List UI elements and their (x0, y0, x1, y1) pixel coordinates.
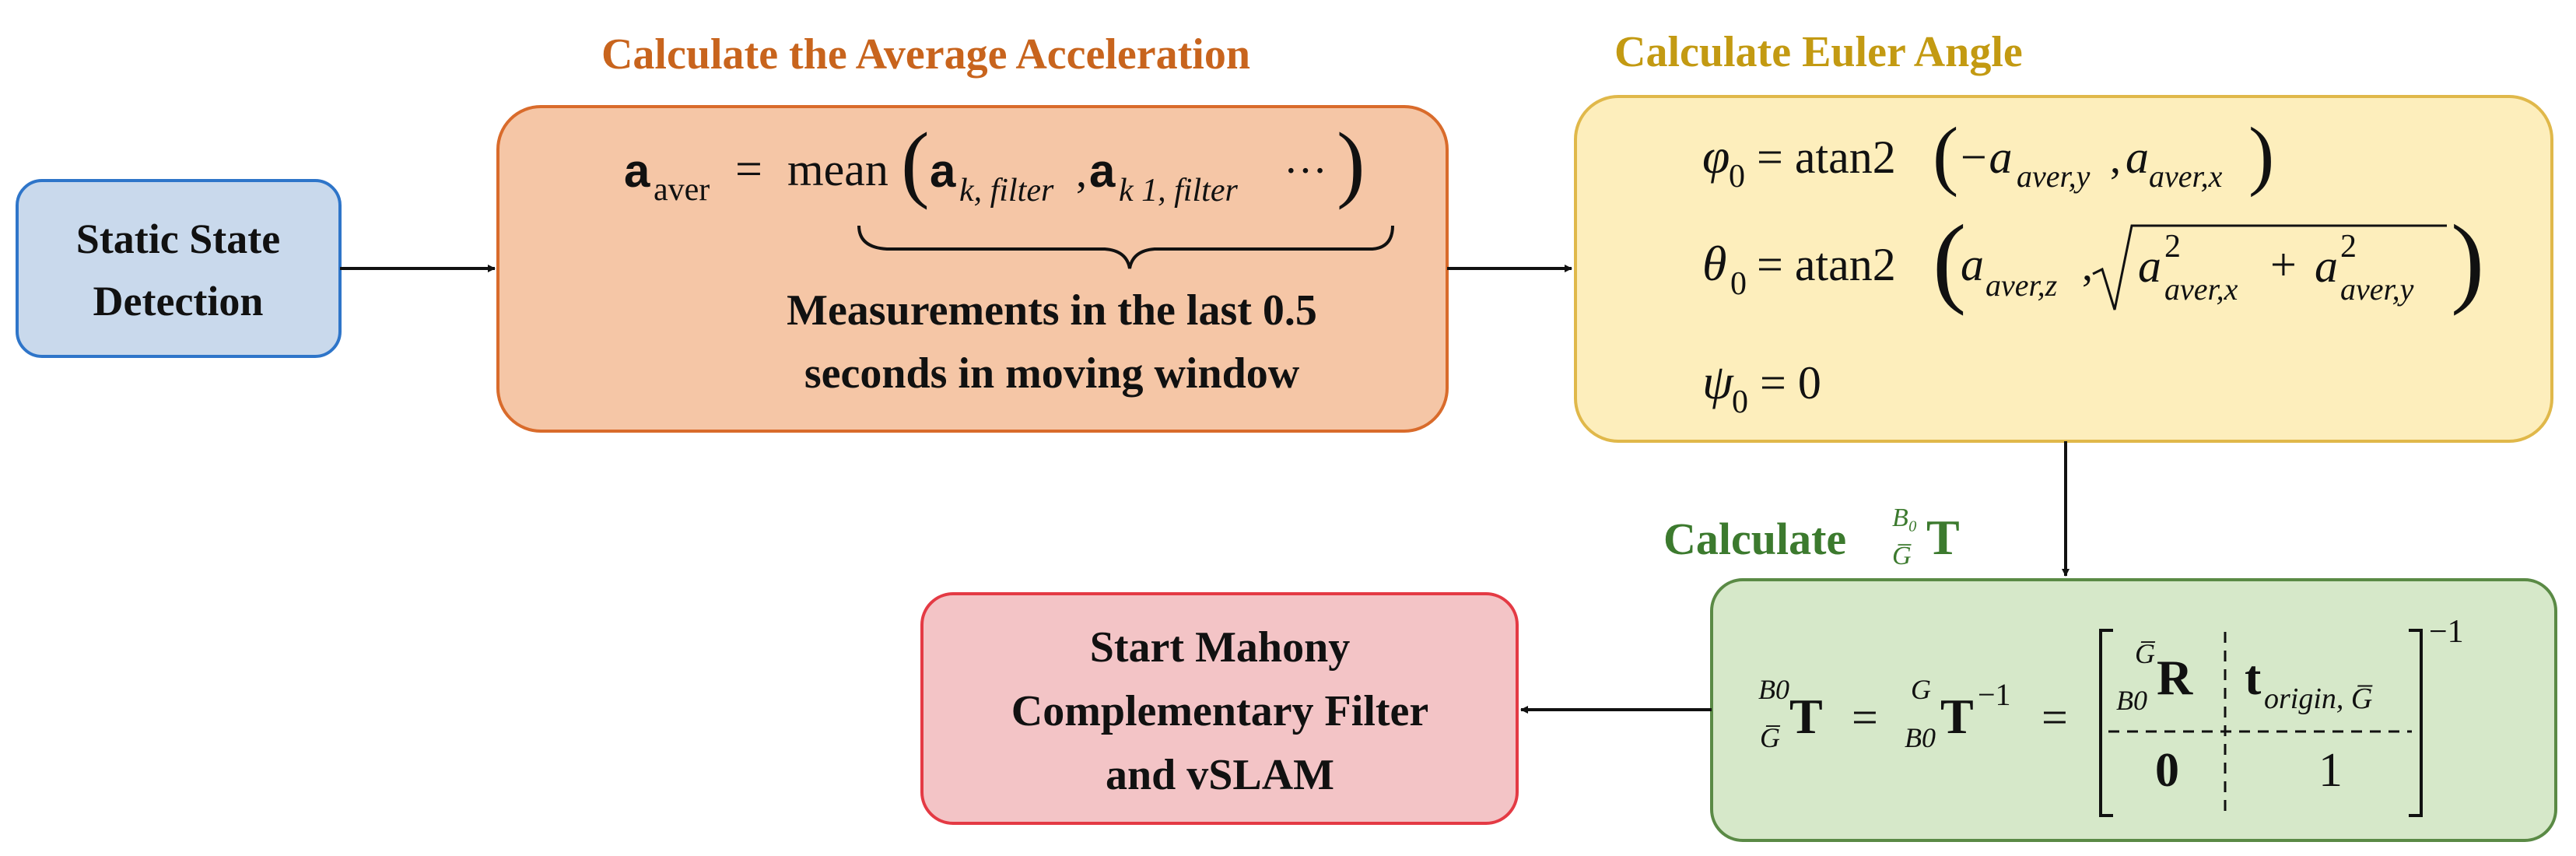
theta-close-paren: ) (2451, 205, 2484, 317)
average-title: Calculate the Average Acceleration (601, 30, 1250, 79)
matrix-right-bracket (2409, 629, 2423, 817)
start-line1: Start Mahony (1090, 623, 1350, 672)
phi-comma: , (2110, 135, 2121, 183)
average-equals: = (735, 143, 762, 196)
theta-sq2-sub: aver,y (2340, 272, 2414, 307)
euler-title: Calculate Euler Angle (1614, 28, 2023, 76)
theta-arg1-sub: aver,z (1985, 268, 2058, 303)
transform-lhs-symbol: T (1789, 689, 1823, 744)
matrix-r-symbol: R (2157, 650, 2193, 705)
transform-eq1: = (1852, 692, 1878, 743)
transform-equation: B0 G̅ T = G B0 T −1 = G̅ B0 R t origin, … (1758, 614, 2464, 817)
matrix-r-sub: B0 (2116, 685, 2147, 716)
psi-rhs: = 0 (1760, 357, 1821, 409)
phi-rhs: = atan2 (1757, 132, 1896, 183)
phi-arg1-sub: aver,y (2017, 159, 2091, 194)
average-note-line1: Measurements in the last 0.5 (787, 286, 1317, 335)
phi-open-paren: ( (1933, 111, 1958, 198)
theta-sq1: a (2138, 240, 2161, 292)
euler-box (1574, 95, 2553, 443)
theta-arg1: a (1961, 239, 1984, 290)
theta-sq2-sup: 2 (2340, 229, 2357, 265)
transform-mid-symbol: T (1940, 689, 1974, 744)
phi-symbol: φ (1702, 128, 1730, 184)
start-line2: Complementary Filter (1011, 687, 1428, 735)
average-ellipsis: ··· (1284, 147, 1327, 195)
transform-mid-inv: −1 (1978, 677, 2011, 712)
theta-sq2: a (2315, 240, 2338, 292)
phi-sub: 0 (1729, 159, 1745, 195)
average-term1-sub: k, filter (959, 173, 1054, 209)
phi-arg2-sub: aver,x (2149, 159, 2223, 194)
static-state-line1: Static State (76, 216, 280, 262)
transform-eq2: = (2042, 692, 2068, 743)
start-line3: and vSLAM (1106, 751, 1334, 799)
theta-open-paren: ( (1933, 205, 1966, 317)
phi-arg2: a (2126, 132, 2149, 183)
average-underbrace (857, 225, 1394, 269)
theta-sq1-sub: aver,x (2164, 272, 2238, 307)
theta-rhs: = atan2 (1757, 239, 1896, 290)
matrix-outer-inv: −1 (2429, 614, 2464, 650)
euler-equations: φ 0 = atan2 ( −a aver,y , a aver,x ) θ 0… (1702, 111, 2484, 420)
average-equation: a aver = mean ( a k, filter , a k 1, fil… (624, 115, 1365, 210)
psi-symbol: ψ (1702, 354, 1734, 409)
transform-lhs-sup: B0 (1758, 674, 1789, 705)
theta-sqrt (2092, 224, 2447, 310)
average-close-paren: ) (1337, 115, 1365, 210)
theta-plus: + (2270, 239, 2297, 290)
phi-arg1: −a (1957, 132, 2013, 183)
transform-mid-sup: G (1911, 674, 1931, 705)
matrix-r-sup: G̅ (2135, 638, 2156, 669)
static-state-line2: Detection (93, 278, 264, 325)
transform-title-symbol: T (1926, 510, 1960, 565)
transform-title-text: Calculate (1663, 514, 1846, 564)
transform-title: Calculate B₀ G̅ T (1663, 503, 1960, 570)
transform-lhs-sub: G̅ (1760, 722, 1781, 753)
transform-mid-sub: B0 (1905, 722, 1936, 753)
matrix-t-symbol: t (2245, 650, 2262, 705)
matrix-t-sub: origin, G̅ (2264, 682, 2373, 715)
transform-title-sub: G̅ (1892, 542, 1912, 570)
static-state-box (16, 179, 342, 358)
average-term1-symbol: a (930, 145, 956, 197)
matrix-one: 1 (2318, 744, 2343, 797)
psi-sub: 0 (1732, 384, 1748, 420)
average-note-line2: seconds in moving window (804, 349, 1300, 398)
average-lhs-sub: aver (654, 172, 710, 208)
theta-sq1-sup: 2 (2164, 229, 2181, 265)
start-box (920, 592, 1519, 825)
theta-comma: , (2082, 242, 2093, 290)
average-open-paren: ( (901, 115, 930, 210)
average-func: mean (787, 144, 888, 195)
average-comma1: , (1076, 149, 1087, 197)
average-lhs-symbol: a (624, 145, 650, 197)
matrix-left-bracket (2099, 629, 2113, 817)
phi-close-paren: ) (2248, 111, 2274, 198)
theta-sub: 0 (1730, 266, 1747, 302)
average-term2-sub: k 1, filter (1119, 173, 1238, 209)
matrix-zero: 0 (2155, 744, 2179, 797)
transform-title-sup: B₀ (1892, 503, 1918, 532)
average-term2-symbol: a (1089, 145, 1116, 197)
theta-symbol: θ (1702, 236, 1726, 291)
